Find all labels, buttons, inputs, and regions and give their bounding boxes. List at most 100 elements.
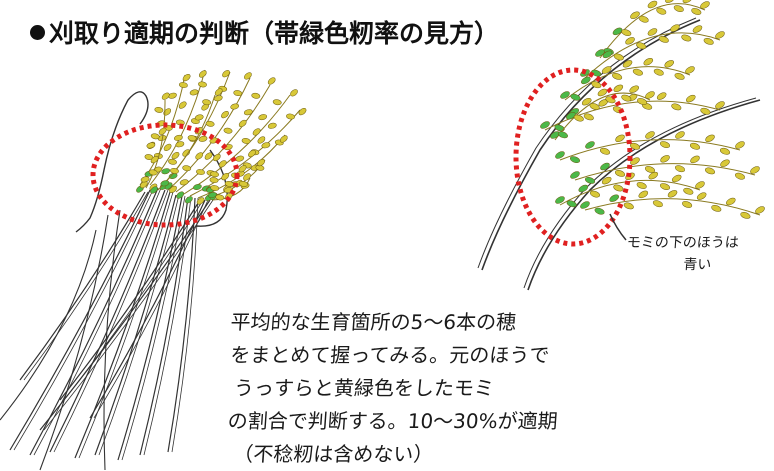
yellow-grain	[218, 160, 227, 168]
yellow-grain	[674, 73, 685, 80]
yellow-grain	[645, 131, 655, 139]
panicle-branch	[183, 94, 291, 195]
green-grain	[569, 156, 581, 163]
yellow-grain	[591, 81, 602, 89]
page-title-text: 刈取り適期の判断（帯緑色籾率の見方）	[49, 19, 500, 48]
stem	[49, 189, 166, 453]
yellow-grain	[623, 202, 634, 210]
yellow-grain	[750, 166, 760, 174]
yellow-grain	[664, 60, 675, 68]
yellow-grain	[230, 103, 240, 110]
stem	[59, 199, 201, 401]
stem	[9, 189, 151, 451]
yellow-grain	[670, 24, 680, 32]
yellow-grain	[682, 201, 693, 208]
yellow-grain	[621, 29, 632, 36]
yellow-grain	[298, 107, 307, 116]
yellow-grain	[179, 179, 189, 186]
stem	[139, 196, 189, 456]
highlight-circle-left	[90, 122, 240, 228]
yellow-grain	[286, 113, 295, 120]
yellow-grain	[279, 135, 288, 143]
yellow-grain	[614, 170, 626, 177]
yellow-grain	[659, 141, 671, 148]
green-grain	[554, 124, 565, 132]
yellow-grain	[248, 149, 256, 158]
yellow-grain	[290, 89, 298, 97]
yellow-grain	[599, 147, 611, 155]
green-grain	[176, 191, 185, 199]
yellow-grain	[182, 165, 192, 172]
yellow-grain	[711, 205, 722, 212]
stem	[74, 191, 171, 459]
stem	[29, 187, 159, 456]
yellow-grain	[222, 70, 230, 78]
ear-rachis	[564, 66, 691, 101]
yellow-grain	[210, 171, 219, 178]
yellow-grain	[146, 142, 156, 149]
green-grain	[168, 173, 178, 179]
green-grain	[560, 91, 570, 99]
yellow-grain	[682, 0, 693, 4]
yellow-grain	[178, 82, 188, 88]
ear-rachis	[554, 92, 651, 141]
yellow-grain	[168, 158, 177, 165]
green-grain	[566, 200, 577, 208]
yellow-grain	[589, 103, 600, 110]
yellow-grain	[597, 88, 608, 97]
yellow-grain	[755, 206, 765, 214]
yellow-grain	[613, 84, 624, 93]
green-grain	[580, 201, 590, 209]
yellow-grain	[630, 11, 640, 19]
stem	[527, 99, 761, 291]
green-grain	[161, 168, 171, 175]
note-line-5: （不稔籾は含めない）	[232, 442, 435, 466]
yellow-grain	[625, 37, 635, 45]
yellow-grain	[648, 171, 659, 180]
stem-edge	[171, 197, 199, 453]
yellow-grain	[703, 38, 714, 45]
green-grain	[578, 184, 589, 193]
green-grain	[555, 151, 565, 159]
green-grain	[540, 121, 550, 129]
yellow-grain	[683, 187, 694, 195]
yellow-grain	[258, 114, 268, 121]
leaf	[103, 209, 121, 471]
yellow-grain	[210, 185, 220, 191]
yellow-grain	[257, 158, 265, 167]
yellow-grain	[638, 190, 649, 199]
yellow-grain	[652, 200, 663, 208]
yellow-grain	[629, 85, 640, 93]
ear-rachis	[584, 32, 721, 79]
instruction-note: 平均的な生育箇所の5～6本の穂 をまとめて握ってみる。元のほうで うっすらと黄緑…	[220, 306, 565, 471]
panicle-branch	[211, 177, 251, 201]
yellow-grain	[235, 155, 245, 162]
yellow-grain	[671, 174, 682, 183]
yellow-grain	[647, 0, 658, 9]
stem-edge	[23, 191, 149, 381]
green-grain	[555, 196, 565, 204]
yellow-grain	[615, 134, 625, 143]
green-grain	[185, 196, 193, 204]
yellow-grain	[644, 166, 656, 173]
yellow-grain	[196, 197, 205, 205]
green-grain	[150, 186, 158, 194]
yellow-grain	[267, 122, 277, 129]
yellow-grain	[257, 136, 266, 144]
yellow-grain	[629, 142, 641, 150]
stem	[19, 191, 146, 381]
yellow-grain	[198, 70, 207, 78]
yellow-grain	[204, 152, 213, 160]
yellow-grain	[589, 190, 601, 198]
rice-bundle-left	[0, 69, 307, 471]
yellow-grain	[647, 28, 658, 36]
yellow-grain	[194, 114, 204, 121]
yellow-grain	[251, 92, 261, 99]
yellow-grain	[244, 72, 252, 80]
yellow-grain	[214, 88, 223, 96]
yellow-grain	[630, 157, 640, 165]
green-grain	[580, 76, 591, 85]
panicle-branch	[145, 99, 166, 189]
green-grain	[557, 131, 568, 139]
